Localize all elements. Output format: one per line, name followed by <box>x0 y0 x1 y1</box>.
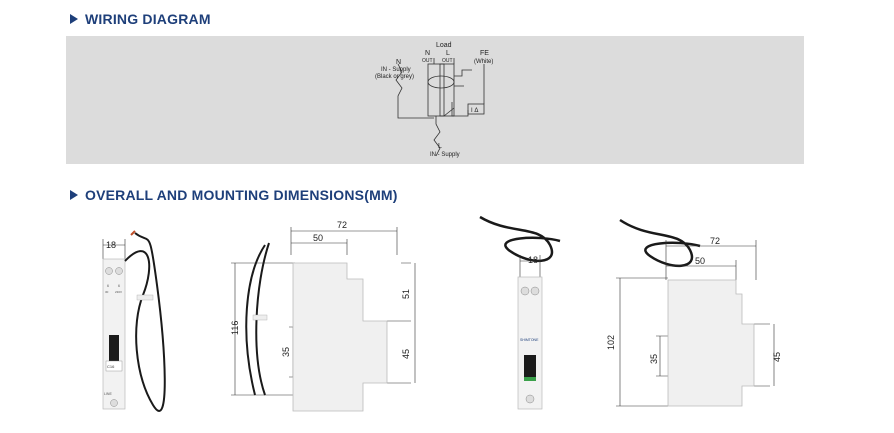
side-lead-width-label: 72 <box>710 236 720 246</box>
rcbo-l-contact <box>439 63 455 117</box>
status-indicator <box>524 377 536 381</box>
wiring-diagram: Load N L OUT OUT FE (White) N IN - Suppl… <box>375 42 493 158</box>
n-out-label: OUT <box>422 58 433 64</box>
toggle-lever <box>524 355 536 377</box>
rcbo-n-contact <box>427 63 445 117</box>
terminal-screw-icon <box>520 286 530 296</box>
l-supply-l-label: L <box>438 143 442 150</box>
height-116-dimension <box>231 262 295 396</box>
fe-color-label: (White) <box>474 59 493 65</box>
width-dimension-line <box>519 255 541 277</box>
front-mark-a: 6 <box>107 284 109 288</box>
width-dimension-line <box>102 239 126 259</box>
l-load-label: L <box>446 50 450 57</box>
wiring-diagram-panel: Load N L OUT OUT FE (White) N IN - Suppl… <box>66 36 804 164</box>
depth-50-dimension <box>666 260 737 280</box>
side-lead-depth-label: 50 <box>695 256 705 266</box>
lower-45-dimension <box>387 321 416 384</box>
brand-label: SHIMTONE <box>520 338 539 342</box>
fe-label: FE <box>480 50 489 57</box>
device-side-body <box>292 262 388 412</box>
device-side-body <box>667 279 755 407</box>
n-supply-wire <box>395 63 434 119</box>
wiring-diagram-heading: WIRING DIAGRAM <box>70 11 211 27</box>
front-rating-a: 30 <box>105 290 109 294</box>
side-lead-lower-label: 45 <box>772 352 782 362</box>
triangle-bullet-icon <box>70 14 78 24</box>
n-load-label: N <box>425 50 430 57</box>
height-102-dimension <box>616 277 668 407</box>
side-lead-rail-label: 35 <box>649 354 659 364</box>
front-width-label: 18 <box>106 240 116 250</box>
side-lead-height-label: 102 <box>606 335 616 350</box>
depth-50-dimension <box>291 239 348 255</box>
pigtail-wire <box>479 215 561 263</box>
n-supply-n-label: N <box>396 59 401 66</box>
switch-blade <box>443 107 455 117</box>
side-width-label: 72 <box>337 220 347 230</box>
fe-wire <box>433 58 485 104</box>
side-depth-label: 50 <box>313 233 323 243</box>
front-line-label: LINE <box>104 392 112 396</box>
width-72-dimension <box>290 227 398 255</box>
front-rating-b: 230V <box>115 290 122 294</box>
l-supply-label: IN - Supply <box>430 152 460 158</box>
front-mark-b: 6 <box>118 284 120 288</box>
cable-tie <box>252 314 268 321</box>
lower-45-dimension <box>754 323 775 387</box>
width-72-dimension <box>665 240 757 280</box>
toggle-lever <box>109 335 119 361</box>
cable-tie <box>136 294 154 301</box>
dimensions-title: OVERALL AND MOUNTING DIMENSIONS(MM) <box>85 187 398 203</box>
side-lower-label: 45 <box>401 349 411 359</box>
pigtail-wire <box>619 218 701 268</box>
device-body <box>102 258 126 410</box>
terminal-screw-icon <box>115 267 123 275</box>
side-height-label: 116 <box>230 321 240 335</box>
terminal-screw-icon <box>110 399 118 407</box>
delta-i-label: I Δ <box>471 108 478 114</box>
front-lead-width-label: 18 <box>528 255 538 265</box>
toroid-coil <box>427 75 455 89</box>
triangle-bullet-icon <box>70 190 78 200</box>
side-upper-label: 51 <box>401 289 411 299</box>
l-out-label: OUT <box>442 58 453 64</box>
trip-link <box>454 69 472 87</box>
terminal-screw-icon <box>525 394 535 404</box>
load-label: Load <box>436 42 452 49</box>
n-supply-color-label: (Black or grey) <box>375 74 414 80</box>
l-supply-wire <box>433 116 441 157</box>
status-label <box>105 360 123 372</box>
wiring-diagram-title: WIRING DIAGRAM <box>85 11 211 27</box>
upper-51-dimension <box>387 262 416 322</box>
front-view-with-lead-drawing: 18 SHIMTONE <box>479 215 561 410</box>
dimensions-heading: OVERALL AND MOUNTING DIMENSIONS(MM) <box>70 187 398 203</box>
wire-tip <box>130 230 136 236</box>
side-view-with-lead-drawing: 72 50 102 35 45 <box>606 218 782 407</box>
rail-35-dimension <box>656 335 668 377</box>
front-view-drawing: 18 6 6 30 230V C16 LINE <box>102 230 166 412</box>
device-body <box>517 276 543 410</box>
pigtail-wire <box>124 232 166 412</box>
side-view-drawing: 72 50 116 51 45 35 <box>230 220 416 412</box>
front-c-rating: C16 <box>107 364 115 369</box>
terminal-screw-icon <box>105 267 113 275</box>
side-rail-label: 35 <box>281 347 291 357</box>
terminal-screw-icon <box>530 286 540 296</box>
n-supply-label: IN - Supply <box>381 67 411 73</box>
delta-i-box <box>467 103 485 115</box>
